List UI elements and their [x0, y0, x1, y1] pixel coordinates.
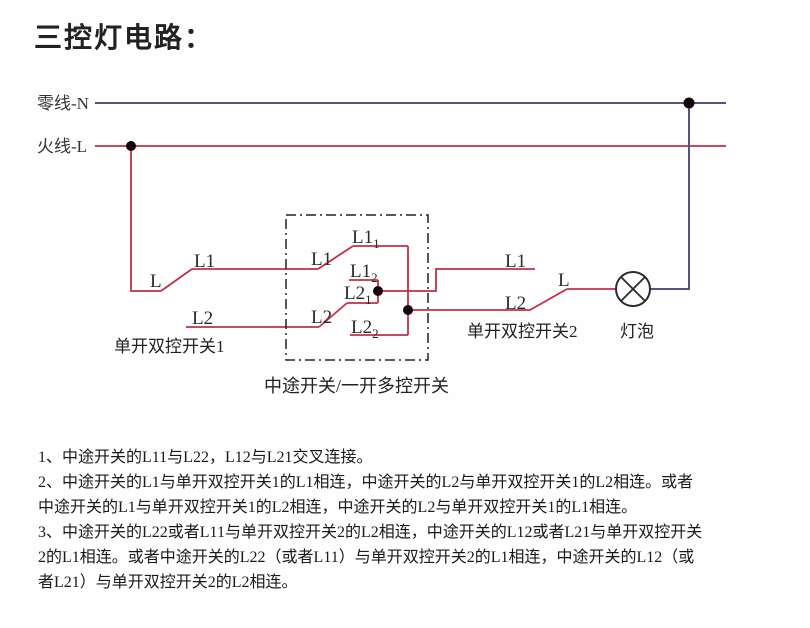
switch2-l1-label: L1 — [505, 251, 527, 272]
switch1-l2-label: L2 — [192, 308, 214, 329]
middle-switch-l22-label: L22 — [351, 317, 379, 340]
middle-switch-blade-l1 — [317, 245, 354, 270]
note-line: 者L21）与单开双控开关2的L2相连。 — [38, 574, 298, 591]
junction-dot-l11-l22 — [403, 305, 413, 315]
junction-dot-l12-l21 — [373, 286, 383, 296]
note-line: 1、中途开关的L11与L22，L12与L21交叉连接。 — [38, 449, 373, 466]
middle-switch-blade-l2 — [318, 302, 348, 328]
junction-dot-live — [126, 141, 136, 151]
switch2-blade — [529, 288, 568, 311]
page-title: 三控灯电路： — [34, 23, 215, 54]
bulb-neutral-wire — [650, 103, 690, 290]
middle-switch-l2-label: L2 — [311, 307, 333, 328]
junction-dot-neutral — [683, 97, 695, 109]
l11-base: L1 — [352, 227, 374, 248]
bulb-icon — [615, 271, 651, 307]
bulb-cross-icon — [620, 276, 646, 302]
switch2-l2-label: L2 — [505, 293, 527, 314]
switch2-caption: 单开双控开关2 — [467, 322, 578, 341]
switch1-l1-label: L1 — [194, 251, 216, 272]
middle-switch-box — [285, 214, 429, 361]
switch1-caption: 单开双控开关1 — [114, 337, 225, 356]
middle-to-switch2-l1-wire — [378, 268, 535, 292]
switch1-common-label: L — [150, 271, 162, 292]
note-line: 2、中途开关的L1与单开双控开关1的L1相连，中途开关的L2与单开双控开关1的L… — [38, 474, 694, 491]
middle-switch-l1-label: L1 — [311, 249, 333, 270]
l21-base: L2 — [344, 283, 366, 304]
neutral-line-label: 零线-N — [37, 94, 89, 113]
middle-switch-l12-label: L12 — [350, 261, 378, 284]
bulb-label: 灯泡 — [620, 322, 654, 341]
l22-base: L2 — [351, 317, 373, 338]
middle-switch-l21-label: L21 — [344, 283, 372, 306]
l21-sub: 1 — [365, 291, 372, 307]
switch2-common-label: L — [558, 270, 570, 291]
live-line-label: 火线-L — [37, 137, 88, 156]
notes-block: 1、中途开关的L11与L22，L12与L21交叉连接。 2、中途开关的L1与单开… — [38, 445, 783, 595]
live-drop-wire — [130, 146, 161, 292]
l12-sub: 2 — [371, 269, 378, 285]
middle-switch-l11-label: L11 — [352, 227, 380, 250]
l22-sub: 2 — [372, 325, 379, 341]
note-line: 3、中途开关的L22或者L11与单开双控开关2的L2相连，中途开关的L12或者L… — [38, 524, 703, 541]
l12-base: L1 — [350, 261, 372, 282]
switch1-blade — [160, 268, 193, 292]
middle-switch-caption: 中途开关/一开多控开关 — [264, 376, 449, 396]
note-line: 中途开关的L1与单开双控开关1的L2相连，中途开关的L2与单开双控开关1的L1相… — [38, 499, 638, 516]
l11-sub: 1 — [373, 235, 380, 251]
note-line: 2的L1相连。或者中途开关的L22（或者L11）与单开双控开关2的L1相连，中途… — [38, 549, 695, 566]
